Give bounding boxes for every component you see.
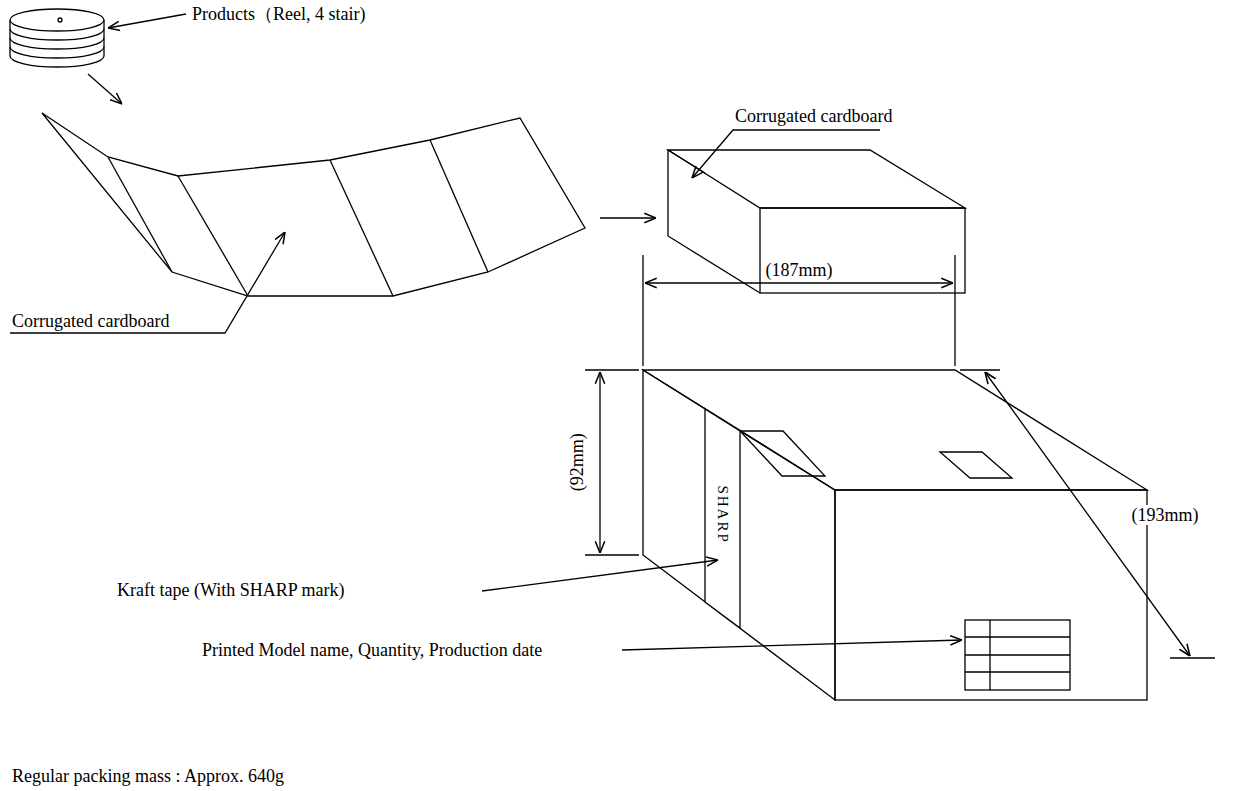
flow-arrow xyxy=(600,217,656,218)
dimension-label: (193mm) xyxy=(1130,505,1201,526)
dimension-label: (92mm) xyxy=(567,431,588,493)
part-label: Products（Reel, 4 stair) xyxy=(190,4,367,25)
packed-box xyxy=(643,370,1147,700)
leader-line xyxy=(622,640,962,650)
note-text: Regular packing mass : Approx. 640g xyxy=(10,766,286,787)
cardboard-sleeve xyxy=(668,150,965,293)
leader-line xyxy=(482,560,718,591)
leader-line xyxy=(10,232,285,333)
part-label: Printed Model name, Quantity, Production… xyxy=(200,640,544,661)
reel-stack xyxy=(10,9,104,67)
leader-line xyxy=(108,14,186,28)
folded-cardboard xyxy=(42,113,585,296)
leader-line xyxy=(692,130,880,178)
tape-mark: SHARP xyxy=(713,484,730,546)
dimension-label: (187mm) xyxy=(764,260,835,281)
part-label: Corrugated cardboard xyxy=(10,311,171,332)
part-label: Kraft tape (With SHARP mark) xyxy=(115,580,347,601)
flow-arrow xyxy=(88,74,122,104)
dimension-lines xyxy=(585,255,1215,658)
part-label: Corrugated cardboard xyxy=(733,106,894,127)
